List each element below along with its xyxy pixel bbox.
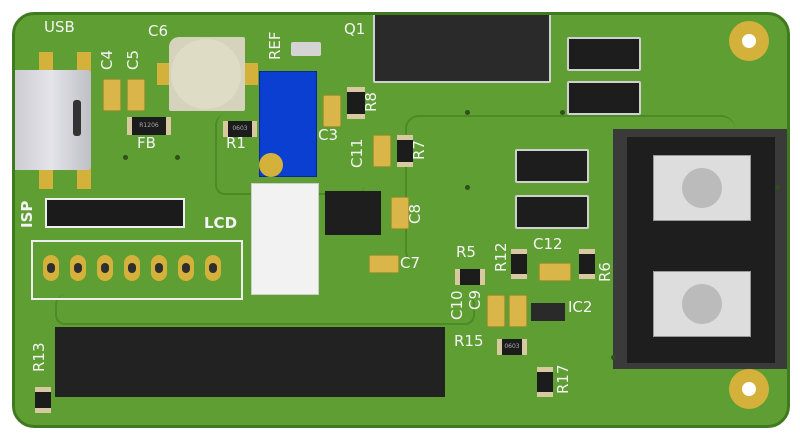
- label-r7: R7: [410, 140, 428, 160]
- label-c5: C5: [124, 49, 142, 70]
- label-c12: C12: [533, 235, 563, 253]
- via: [560, 110, 565, 115]
- r5-resistor: [455, 269, 485, 285]
- label-ref: REF: [266, 31, 284, 60]
- label-r13: R13: [30, 342, 48, 372]
- q1-mosfet: [373, 15, 551, 83]
- label-r17: R17: [554, 364, 572, 394]
- c10-capacitor: [487, 295, 505, 327]
- power-diode: [567, 37, 641, 71]
- label-r5: R5: [456, 243, 476, 261]
- c3-capacitor: [323, 95, 341, 127]
- label-r1: R1: [226, 134, 246, 152]
- lcd-pin: [151, 255, 167, 281]
- so8-ic: [325, 191, 381, 235]
- label-usb: USB: [44, 18, 75, 36]
- usb-pad: [39, 167, 53, 189]
- label-c7: C7: [400, 254, 421, 272]
- lcd-header-outline: [31, 240, 243, 300]
- r8-resistor: [347, 87, 365, 119]
- via: [465, 185, 470, 190]
- power-diode: [567, 81, 641, 115]
- label-c9: C9: [466, 289, 484, 310]
- c9-capacitor: [509, 295, 527, 327]
- fb-resistor: R1206: [127, 117, 171, 135]
- via: [775, 185, 780, 190]
- usb-pad: [39, 52, 53, 74]
- label-isp: ISP: [18, 200, 36, 228]
- r7-resistor: [397, 135, 413, 167]
- label-r12: R12: [492, 242, 510, 272]
- usb-pad: [77, 52, 91, 74]
- label-lcd: LCD: [204, 214, 238, 232]
- c6-pad: [244, 63, 258, 85]
- c6-pad: [157, 63, 171, 85]
- lcd-pin: [124, 255, 140, 281]
- label-c8: C8: [406, 203, 424, 224]
- label-r8: R8: [362, 92, 380, 112]
- label-r15: R15: [454, 332, 484, 350]
- dip-ic: [55, 327, 445, 397]
- pcb-board: R1206 0603 0603: [12, 12, 790, 428]
- screw-head: [682, 284, 722, 324]
- c5-capacitor: [127, 79, 145, 111]
- c11-capacitor: [373, 135, 391, 167]
- label-ic2: IC2: [568, 298, 593, 316]
- lcd-pin: [178, 255, 194, 281]
- jst-connector[interactable]: [251, 183, 319, 295]
- r13-resistor: [35, 387, 51, 413]
- usb-pad: [77, 167, 91, 189]
- c6-dome: [171, 39, 241, 109]
- r15-resistor: 0603: [497, 339, 527, 355]
- screw-head: [682, 168, 722, 208]
- lcd-pin: [205, 255, 221, 281]
- lcd-pin: [97, 255, 113, 281]
- trace: [55, 295, 475, 325]
- usb-c-opening: [73, 100, 81, 136]
- label-fb: FB: [137, 134, 156, 152]
- label-r6: R6: [596, 262, 614, 282]
- lcd-pin: [43, 255, 59, 281]
- mounting-hole: [729, 369, 769, 409]
- label-c3: C3: [318, 126, 339, 144]
- label-c11: C11: [348, 138, 366, 168]
- c12-capacitor: [539, 263, 571, 281]
- trimmer-pad: [259, 153, 283, 177]
- trace: [405, 115, 735, 265]
- r6-resistor: [579, 249, 595, 279]
- via: [611, 355, 616, 360]
- c7-capacitor: [369, 255, 399, 273]
- lcd-pin: [70, 255, 86, 281]
- via: [123, 155, 128, 160]
- c8-capacitor: [391, 197, 409, 229]
- c4-capacitor: [103, 79, 121, 111]
- r12-resistor: [511, 249, 527, 279]
- power-diode: [515, 195, 589, 229]
- label-q1: Q1: [344, 20, 366, 38]
- r17-resistor: [537, 367, 553, 397]
- power-diode: [515, 149, 589, 183]
- label-c10: C10: [448, 290, 466, 320]
- via: [465, 110, 470, 115]
- r1-resistor: 0603: [223, 121, 257, 137]
- label-c4: C4: [98, 49, 116, 70]
- ic2-chip: [531, 303, 565, 321]
- isp-header[interactable]: [45, 198, 185, 228]
- via: [175, 155, 180, 160]
- label-c6: C6: [148, 22, 169, 40]
- ref-component: [291, 42, 321, 56]
- mounting-hole: [729, 21, 769, 61]
